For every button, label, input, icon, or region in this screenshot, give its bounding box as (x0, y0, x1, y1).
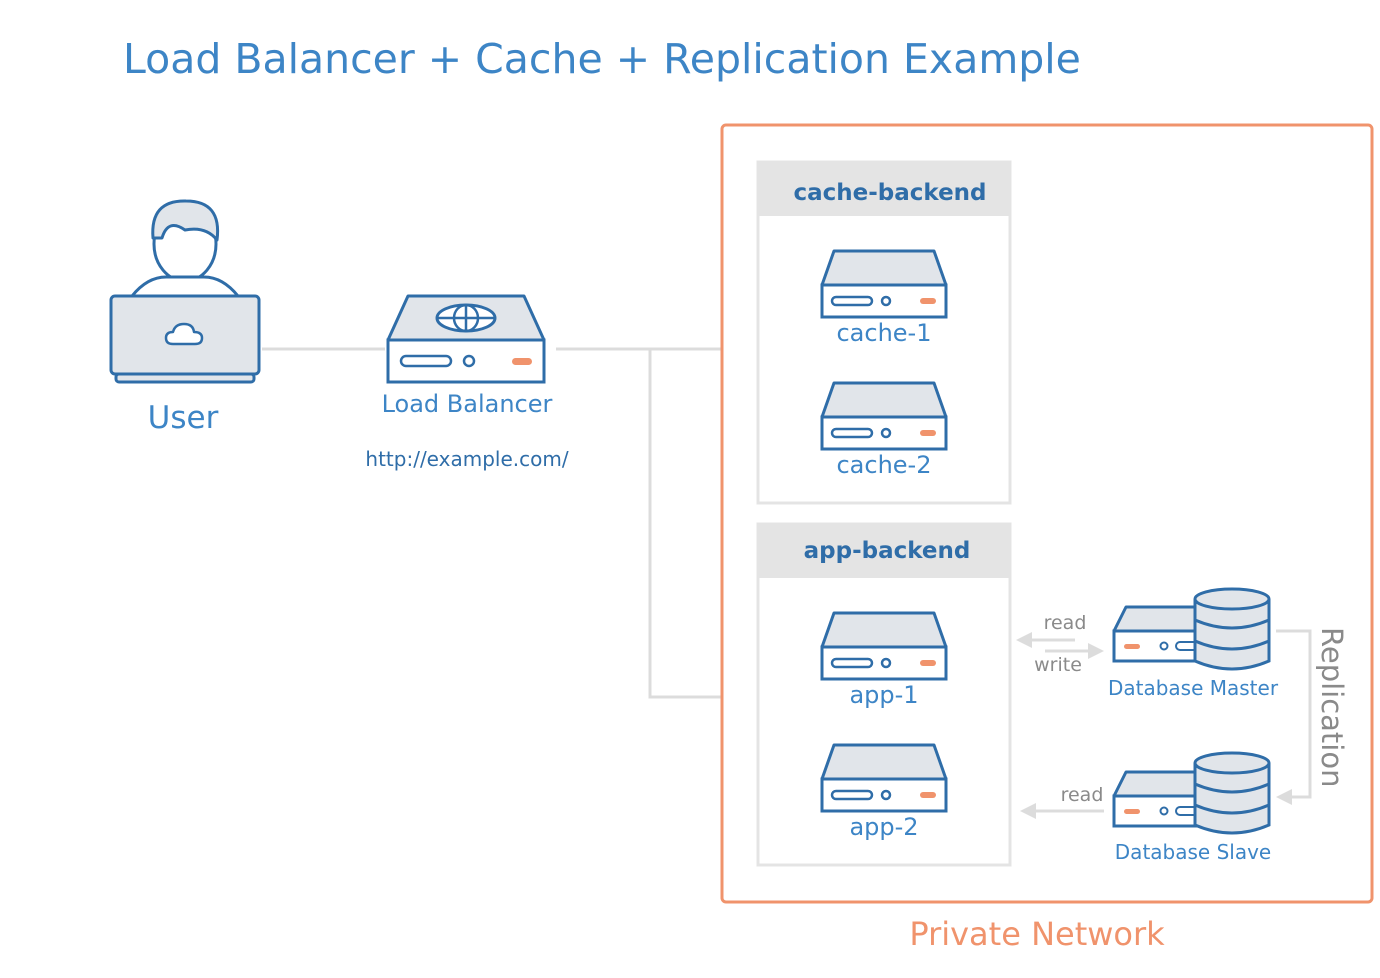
replication-label: Replication (1315, 627, 1349, 787)
master-write-label: write (1034, 654, 1082, 676)
load-balancer-label: Load Balancer (382, 390, 553, 418)
cache-1-label: cache-1 (836, 319, 931, 347)
database-slave-label: Database Slave (1115, 840, 1271, 864)
app-1-label: app-1 (849, 681, 918, 709)
private-network-label: Private Network (909, 915, 1165, 953)
app-2-server-icon (820, 743, 948, 813)
private-network-boundary (720, 123, 1374, 904)
slave-read-label: read (1061, 784, 1104, 806)
database-slave-cylinder-icon (1193, 751, 1271, 835)
app-1-server-icon (820, 611, 948, 681)
globe-server-icon (386, 294, 546, 384)
database-master-cylinder-icon (1193, 587, 1271, 671)
master-write-arrow (1045, 643, 1104, 659)
load-balancer-url: http://example.com/ (365, 447, 568, 471)
app-2-label: app-2 (849, 813, 918, 841)
master-read-arrow (1016, 632, 1075, 648)
master-read-label: read (1044, 612, 1087, 634)
cache-backend-title: cache-backend (793, 180, 986, 206)
database-master-label: Database Master (1108, 676, 1279, 700)
cache-2-label: cache-2 (836, 451, 931, 479)
slave-read-arrow (1020, 803, 1104, 819)
app-backend-title: app-backend (804, 538, 971, 564)
lb-to-app-connector (648, 349, 722, 699)
replication-arrow (1276, 629, 1312, 805)
diagram-title: Load Balancer + Cache + Replication Exam… (123, 35, 1081, 83)
cache-1-server-icon (820, 249, 948, 319)
cache-2-server-icon (820, 381, 948, 451)
user-laptop-icon (109, 199, 261, 384)
user-label: User (148, 400, 219, 436)
